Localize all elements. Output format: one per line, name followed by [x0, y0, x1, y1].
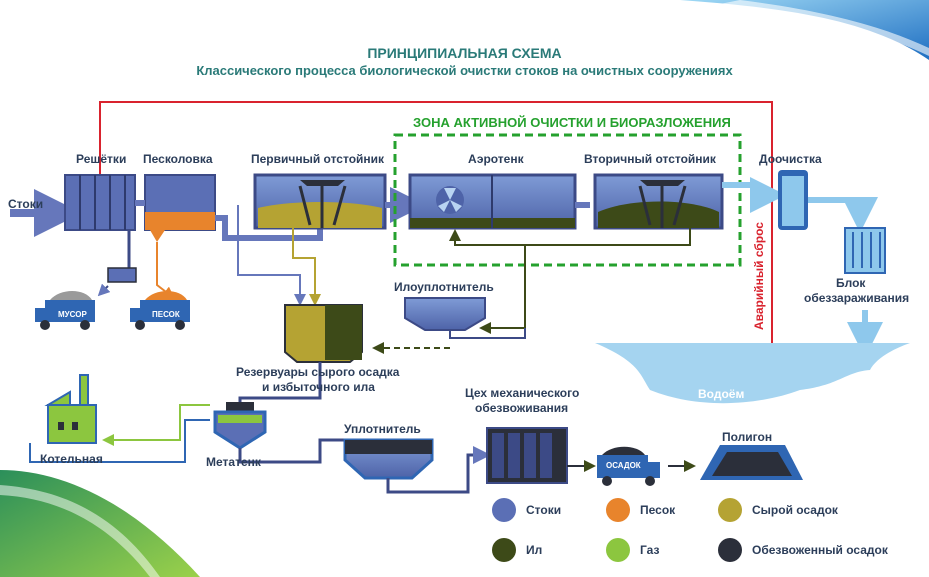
legend-item-gas: Газ [606, 538, 659, 562]
legend-swatch [492, 538, 516, 562]
label-boiler: Котельная [40, 452, 103, 466]
label-sludge-thickener: Илоуплотнитель [394, 280, 494, 294]
legend-label: Стоки [526, 503, 562, 517]
disinfection-unit [844, 227, 886, 358]
legend-label: Газ [640, 543, 660, 557]
label-dewatering-1: Цех механического [465, 386, 580, 400]
decorative-top-wave [680, 0, 929, 60]
legend-item-raw-sludge: Сырой осадок [718, 498, 838, 522]
aerotank-unit [408, 173, 577, 230]
return-sludge-line [449, 228, 691, 246]
label-water-body: Водоём [698, 387, 745, 401]
pipe-sandtrap-primary [215, 215, 323, 241]
legend-item-wastewater: Стоки [492, 498, 561, 522]
sludge-thickener-unit [372, 297, 526, 354]
legend-item-sand: Песок [606, 498, 675, 522]
active-zone-label: ЗОНА АКТИВНОЙ ОЧИСТКИ И БИОРАЗЛОЖЕНИЯ [413, 115, 731, 130]
legend-swatch [718, 498, 742, 522]
label-disinfection-1: Блок [836, 276, 866, 290]
dewatering-unit [486, 427, 596, 484]
digester-unit [102, 402, 345, 464]
landfill-unit [700, 445, 803, 480]
secondary-clarifier-unit [593, 173, 724, 230]
label-reservoirs-1: Резервуары сырого осадка [236, 365, 400, 379]
active-zone-border [393, 133, 742, 267]
label-primary-clarifier: Первичный отстойник [251, 152, 385, 166]
label-compactor: Уплотнитель [344, 422, 421, 436]
label-landfill: Полигон [722, 430, 773, 444]
legend-label: Песок [640, 503, 676, 517]
legend-label: Обезвоженный осадок [752, 543, 888, 557]
label-dewatering-2: обезвоживания [475, 401, 569, 415]
sludge-line-primary [292, 228, 321, 306]
label-reservoirs-2: и избыточного ила [262, 380, 375, 394]
water-body [595, 343, 910, 404]
compactor-unit [343, 438, 491, 494]
water-line-primary-reservoir [237, 205, 306, 306]
sludge-truck [597, 446, 696, 486]
legend-swatch [492, 498, 516, 522]
legend-swatch [718, 538, 742, 562]
label-emergency-discharge: Аварийный сброс [752, 222, 766, 330]
reservoirs-unit [238, 304, 363, 410]
sand-trap-unit [144, 174, 216, 299]
emergency-bypass-line [99, 101, 778, 356]
label-disinfection-2: обеззараживания [804, 291, 910, 305]
legend-item-activated-sludge: Ил [492, 538, 542, 562]
label-sand-trap: Песколовка [143, 152, 213, 166]
boiler-house-unit [29, 374, 210, 463]
legend-swatch [606, 498, 630, 522]
decorative-bottom-wave [0, 470, 200, 577]
truck-label-sand: ПЕСОК [152, 310, 180, 319]
legend-label: Сырой осадок [752, 503, 838, 517]
primary-clarifier-unit [253, 173, 387, 230]
pipe-secondary-post [722, 177, 786, 213]
diagram-subtitle: Классического процесса биологической очи… [196, 63, 733, 78]
post-treatment-unit [778, 170, 878, 233]
legend-swatch [606, 538, 630, 562]
screens-unit [64, 174, 137, 297]
legend-item-dewatered-sludge: Обезвоженный осадок [718, 538, 888, 562]
label-post-treatment: Доочистка [759, 152, 822, 166]
sand-truck [130, 291, 190, 330]
label-digester: Метатенк [206, 455, 261, 469]
label-screens: Решётки [76, 152, 127, 166]
garbage-truck [35, 291, 95, 330]
label-inflow: Стоки [8, 197, 44, 211]
truck-label-garbage: МУСОР [58, 310, 87, 319]
legend-label: Ил [526, 543, 543, 557]
label-secondary-clarifier: Вторичный отстойник [584, 152, 716, 166]
diagram-title: ПРИНЦИПИАЛЬНАЯ СХЕМА [367, 45, 562, 61]
label-aerotank: Аэротенк [468, 152, 524, 166]
truck-label-sludge: ОСАДОК [606, 461, 641, 470]
